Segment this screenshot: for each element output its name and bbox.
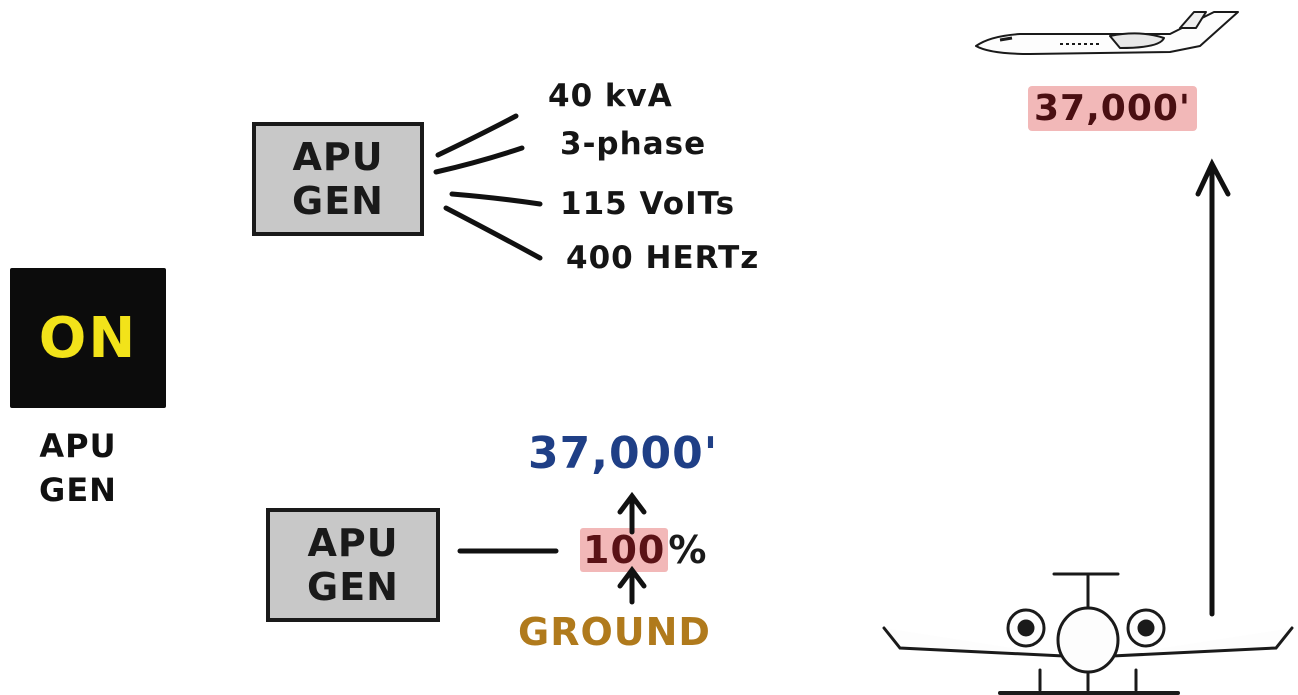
airplane-side-icon: [975, 11, 1239, 55]
apu-gen-panel-label: APU GEN: [18, 424, 138, 512]
ground-label: GROUND: [518, 610, 711, 654]
bottom-box-line1: APU: [307, 521, 399, 565]
apu-gen-on-light: ON: [10, 268, 166, 408]
airplane-front-icon: [882, 572, 1294, 695]
spec-hertz: 400 HERTz: [566, 240, 760, 276]
apu-gen-box-bottom: APU GEN: [266, 508, 440, 622]
arrow-up-from-ground: [617, 565, 647, 605]
panel-label-line2: GEN: [39, 471, 117, 509]
on-status-text: ON: [38, 305, 138, 371]
bottom-box-line2: GEN: [307, 565, 399, 609]
spec-phase: 3-phase: [560, 126, 707, 162]
percent-suffix: %: [668, 528, 708, 572]
line-to-phase: [433, 145, 525, 175]
top-box-line2: GEN: [292, 179, 384, 223]
spec-volts: 115 VoITs: [560, 186, 736, 222]
line-to-volts: [449, 191, 543, 207]
line-to-kva: [435, 113, 519, 158]
percent-label: 100%: [580, 528, 707, 572]
arrow-up-to-altitude: [617, 491, 647, 535]
panel-label-line1: APU: [39, 427, 117, 465]
line-to-hertz: [443, 205, 543, 261]
spec-kva: 40 kvA: [548, 78, 673, 114]
altitude-label-large: 37,000': [1028, 86, 1197, 131]
altitude-label-small: 37,000': [528, 428, 719, 479]
climb-arrow: [1195, 158, 1231, 617]
top-box-line1: APU: [292, 135, 384, 179]
percent-value: 100: [580, 528, 669, 572]
apu-gen-box-top: APU GEN: [252, 122, 424, 236]
